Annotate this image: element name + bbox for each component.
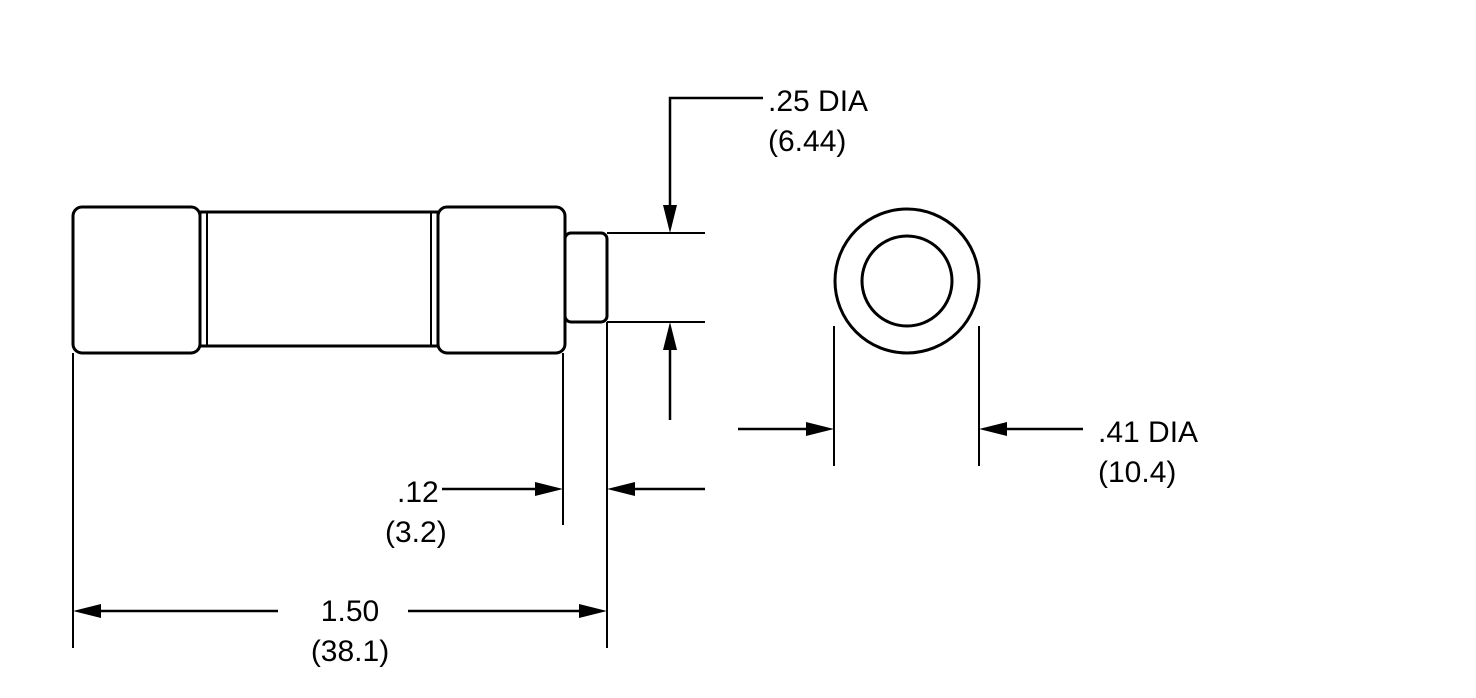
terminal-diameter-label: .25 DIA (6.44) [768,82,868,162]
overall-length-label: 1.50 (38.1) [298,592,402,672]
fuse-end-view [833,207,981,355]
overall-length-dimension [72,353,607,648]
terminal-stub [563,231,609,324]
terminal-length-label: .12 (3.2) [385,473,447,553]
body-diameter-label: .41 DIA (10.4) [1098,413,1198,493]
fuse-side-view [71,205,609,355]
terminal-diameter-value: .25 DIA [768,85,869,118]
end-view-inner-circle [860,234,954,328]
terminal-length-metric: (3.2) [385,516,447,549]
overall-length-metric: (38.1) [310,635,390,668]
terminal-length-value: .12 [396,476,439,509]
body-diameter-value: .41 DIA [1098,416,1199,449]
right-end-cap [436,205,567,355]
terminal-diameter-metric: (6.44) [768,125,847,158]
terminal-diameter-dimension [607,96,763,420]
left-end-cap [71,205,202,355]
body-diameter-metric: (10.4) [1098,456,1177,489]
body-diameter-dimension [738,326,1083,466]
fuse-tube-body [198,210,440,348]
terminal-length-dimension [442,322,705,648]
overall-length-value: 1.50 [320,595,380,628]
